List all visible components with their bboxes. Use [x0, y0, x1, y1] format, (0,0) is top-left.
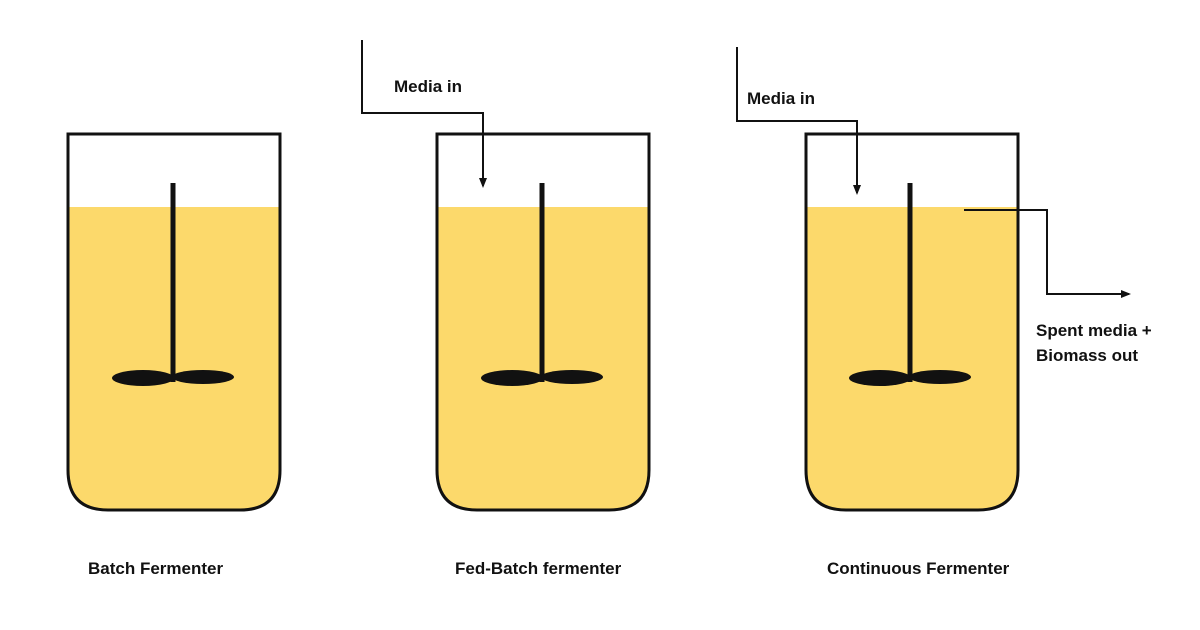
impeller-blade-right [909, 370, 971, 384]
impeller-blade-left [849, 370, 911, 386]
outlet-arrow [964, 209, 1131, 298]
impeller-blade-left [481, 370, 543, 386]
media-inlet-arrow [736, 47, 861, 195]
vessel-outline [66, 132, 282, 512]
batch-fermenter [66, 132, 282, 512]
fed-batch-fermenter-caption: Fed-Batch fermenter [455, 559, 622, 578]
impeller-blade-right [541, 370, 603, 384]
continuous-outlet-label: Spent media + Biomass out [1036, 321, 1152, 365]
vessel-outline [804, 132, 1020, 512]
media-inlet-arrow [361, 40, 487, 188]
continuous-fermenter [736, 47, 1131, 512]
fed-batch-media-in-label: Media in [394, 77, 463, 96]
continuous-fermenter-caption: Continuous Fermenter [827, 559, 1010, 578]
impeller-blade-left [112, 370, 174, 386]
impeller-blade-right [172, 370, 234, 384]
vessel-outline [435, 132, 651, 512]
batch-fermenter-caption: Batch Fermenter [88, 559, 224, 578]
continuous-media-in-label: Media in [747, 89, 816, 108]
fed-batch-fermenter [361, 40, 651, 512]
